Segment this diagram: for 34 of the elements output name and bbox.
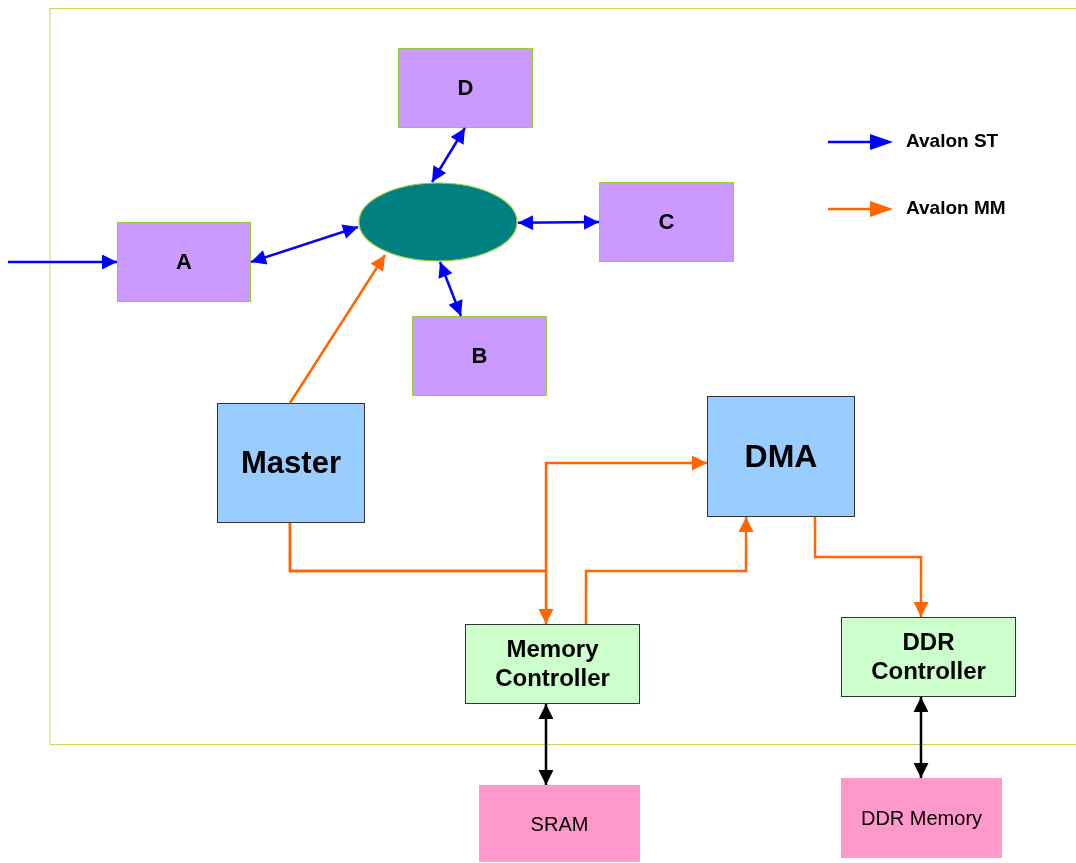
node-label: Master	[241, 444, 341, 482]
block-box	[117, 222, 251, 302]
dma-box	[707, 396, 855, 517]
legend-label: Avalon ST	[906, 130, 999, 152]
block-box	[599, 182, 734, 262]
connector-arrow	[584, 517, 754, 624]
node-label: A	[176, 248, 192, 276]
controller-box	[841, 617, 1016, 697]
memory-box	[479, 785, 640, 862]
block-box	[412, 316, 547, 396]
connector-arrow	[518, 214, 599, 231]
connector-arrow	[438, 261, 463, 317]
controller-box	[465, 624, 640, 704]
node-label: SRAM	[530, 811, 589, 836]
connector-arrow	[913, 697, 929, 778]
connector-arrow	[288, 455, 707, 573]
node-label: Memory Controller	[494, 635, 611, 693]
node-label: D	[457, 74, 474, 102]
connector-arrow	[8, 254, 117, 270]
connector-arrow	[250, 224, 359, 265]
node-label: DDR Controller	[870, 628, 987, 686]
node-label: B	[471, 342, 488, 370]
block-box	[398, 48, 533, 128]
connector-arrow	[430, 127, 467, 183]
connector-arrow	[288, 254, 387, 404]
node-label: DDR Memory	[860, 806, 983, 830]
legend-label: Avalon MM	[906, 197, 1006, 219]
memory-box	[841, 778, 1002, 858]
connector-arrow	[538, 704, 554, 785]
node-label: C	[658, 208, 675, 236]
ellipse-node	[358, 182, 518, 262]
connector-arrow	[813, 517, 929, 617]
node-label: DMA	[744, 437, 818, 476]
master-box	[217, 403, 365, 523]
